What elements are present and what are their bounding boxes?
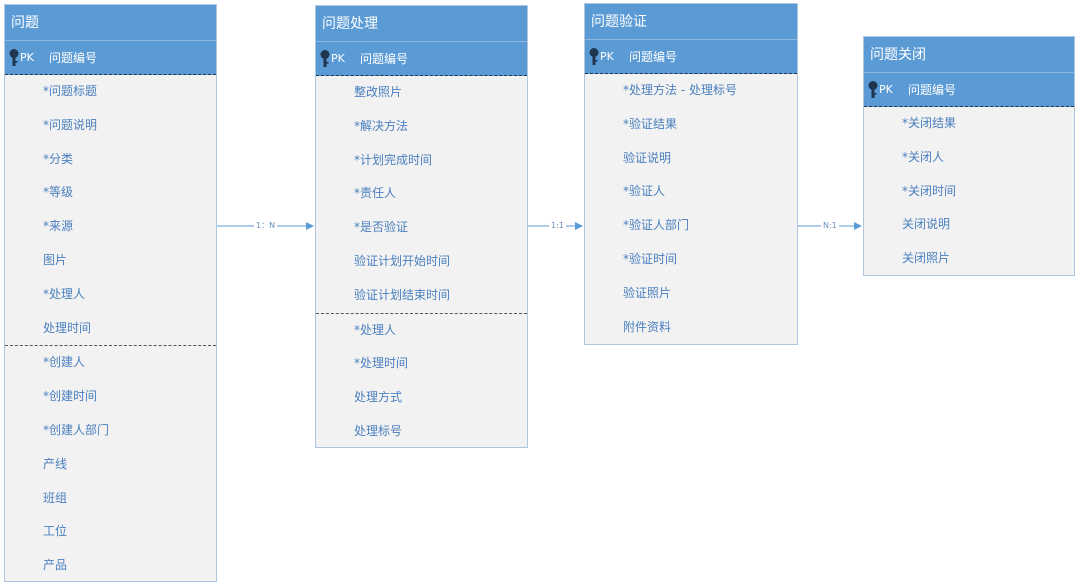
field: 验证照片	[623, 285, 672, 300]
pk-row: PK 问题编号	[864, 73, 1074, 107]
relation-label-3: N:1	[821, 221, 839, 231]
entity-problem[interactable]: 问题 PK 问题编号 *问题标题 *问题说明 *分类 *等级 *来源 图片 *处…	[4, 4, 217, 582]
field: *责任人	[354, 186, 397, 201]
pk-field: 问题编号	[360, 52, 409, 66]
field: *处理人	[354, 322, 397, 337]
pk-tag: PK	[20, 51, 34, 64]
field-group: *处理方法 - 处理标号 *验证结果 验证说明 *验证人 *验证人部门 *验证时…	[585, 74, 797, 344]
pk-row: PK 问题编号	[316, 42, 527, 76]
field: *处理人	[43, 286, 86, 301]
field: *创建时间	[43, 389, 98, 404]
field: *来源	[43, 219, 74, 234]
field: *分类	[43, 151, 74, 166]
field: 处理时间	[43, 320, 92, 335]
field: 班组	[43, 490, 68, 505]
pk-field: 问题编号	[629, 50, 678, 64]
field: 图片	[43, 252, 68, 267]
field-group: 整改照片 *解决方法 *计划完成时间 *责任人 *是否验证 验证计划开始时间 验…	[316, 76, 527, 313]
field: *验证人部门	[623, 218, 690, 233]
field: *创建人	[43, 355, 86, 370]
entity-title: 问题验证	[585, 4, 797, 40]
field: *关闭时间	[902, 183, 957, 198]
field-group: *问题标题 *问题说明 *分类 *等级 *来源 图片 *处理人 处理时间	[5, 75, 216, 345]
field: 工位	[43, 524, 68, 539]
pk-field: 问题编号	[49, 51, 98, 65]
field: 关闭照片	[902, 251, 951, 266]
field: *处理时间	[354, 356, 409, 371]
relation-label-2: 1:1	[549, 221, 566, 231]
pk-tag: PK	[331, 52, 345, 65]
field: *等级	[43, 185, 74, 200]
field-group: *创建人 *创建时间 *创建人部门 产线 班组 工位 产品	[5, 345, 216, 583]
field: 关闭说明	[902, 217, 951, 232]
field: *问题说明	[43, 117, 98, 132]
key-icon	[589, 48, 599, 65]
key-icon	[320, 50, 330, 67]
field: *验证结果	[623, 116, 678, 131]
field: *是否验证	[354, 220, 409, 235]
field: *验证时间	[623, 251, 678, 266]
field: *关闭人	[902, 149, 945, 164]
field: *关闭结果	[902, 116, 957, 130]
field: *解决方法	[354, 118, 409, 133]
field: 处理标号	[354, 423, 403, 438]
entity-title: 问题	[5, 5, 216, 41]
relation-label-1: 1：N	[254, 221, 278, 231]
entity-title: 问题处理	[316, 6, 527, 42]
pk-row: PK 问题编号	[585, 40, 797, 74]
field: 整改照片	[354, 85, 403, 99]
key-icon	[9, 49, 19, 66]
pk-field: 问题编号	[908, 83, 957, 97]
entity-problem-closing[interactable]: 问题关闭 PK 问题编号 *关闭结果 *关闭人 *关闭时间 关闭说明 关闭照片	[863, 36, 1075, 276]
field: *验证人	[623, 184, 666, 199]
entity-problem-handling[interactable]: 问题处理 PK 问题编号 整改照片 *解决方法 *计划完成时间 *责任人 *是否…	[315, 5, 528, 448]
field: 处理方式	[354, 390, 403, 405]
field: 附件资料	[623, 319, 672, 334]
field: *处理方法 - 处理标号	[623, 83, 737, 97]
key-icon	[868, 81, 878, 98]
field: 验证说明	[623, 150, 672, 165]
field: *创建人部门	[43, 422, 110, 437]
field-group: *关闭结果 *关闭人 *关闭时间 关闭说明 关闭照片	[864, 107, 1074, 276]
field: 验证计划结束时间	[354, 287, 451, 302]
pk-tag: PK	[600, 50, 614, 63]
field: 验证计划开始时间	[354, 253, 451, 268]
entity-problem-verification[interactable]: 问题验证 PK 问题编号 *处理方法 - 处理标号 *验证结果 验证说明 *验证…	[584, 3, 798, 345]
field: 产品	[43, 558, 68, 573]
pk-row: PK 问题编号	[5, 41, 216, 75]
field: *问题标题	[43, 84, 98, 98]
entity-title: 问题关闭	[864, 37, 1074, 73]
field: *计划完成时间	[354, 152, 433, 167]
pk-tag: PK	[879, 83, 893, 96]
field-group: *处理人 *处理时间 处理方式 处理标号	[316, 312, 527, 449]
field: 产线	[43, 456, 68, 471]
